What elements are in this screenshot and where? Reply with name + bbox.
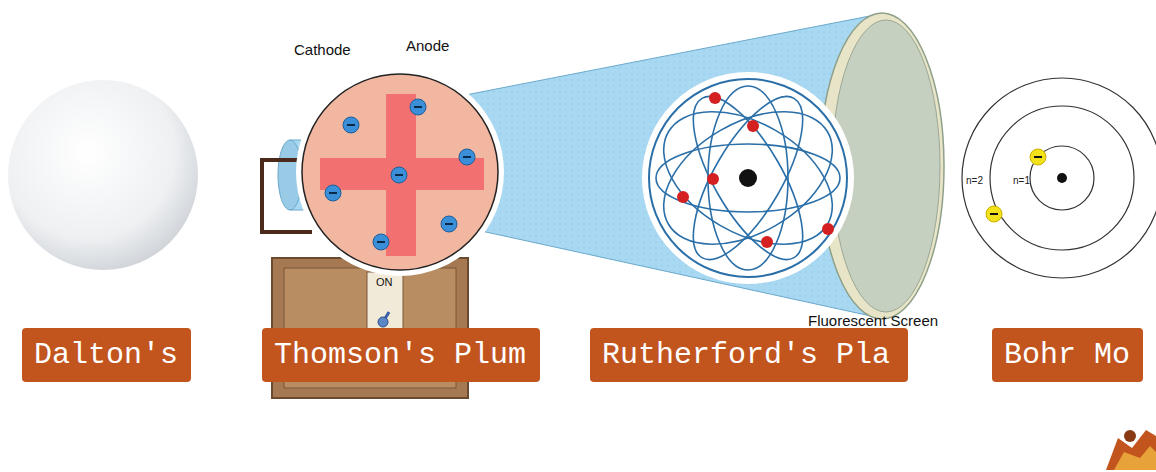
model-label-box: Bohr Mo <box>992 328 1143 382</box>
minus-sign <box>347 124 355 126</box>
model-label-box: Rutherford's Pla <box>590 328 908 382</box>
electron <box>343 117 359 133</box>
model-name: Thomson's Plum <box>262 340 536 370</box>
model-name: Rutherford's Pla <box>590 340 900 370</box>
orbit <box>641 84 855 271</box>
minus-sign <box>445 223 453 225</box>
orbit <box>673 81 824 274</box>
annotation-label: n=2 <box>966 175 983 186</box>
bohr-shell <box>962 78 1156 278</box>
switch-knob <box>378 317 388 327</box>
minus-sign <box>990 213 998 215</box>
annotation-label: Fluorescent Screen <box>808 313 938 330</box>
electron <box>986 206 1002 222</box>
thomson-atom-border <box>296 68 504 276</box>
minus-sign <box>463 156 471 158</box>
electron <box>325 185 341 201</box>
minus-sign <box>377 241 385 243</box>
model-label-box: Thomson's Plum <box>262 328 540 382</box>
minus-sign <box>329 192 337 194</box>
bohr-panel <box>958 74 1156 282</box>
bohr-shell <box>1030 146 1094 210</box>
orbit <box>641 84 855 271</box>
electron <box>410 99 426 115</box>
electron <box>459 149 475 165</box>
orbit <box>708 86 788 270</box>
rutherford-border <box>642 72 854 284</box>
annotation-label: Cathode <box>294 42 351 59</box>
annotation-label: n=1 <box>1013 175 1030 186</box>
model-name: Dalton's <box>22 340 188 370</box>
electron <box>391 167 407 183</box>
electron <box>1030 149 1046 165</box>
thomson-atom <box>302 74 498 270</box>
rutherford-atom <box>649 79 847 277</box>
logo <box>1106 430 1156 470</box>
tube-cone <box>440 14 880 318</box>
electron <box>441 216 457 232</box>
electron <box>373 234 389 250</box>
annotation-label: Anode <box>406 38 449 55</box>
model-label-box: Dalton's <box>22 328 191 382</box>
electron <box>761 236 773 248</box>
bohr-shell <box>990 106 1134 250</box>
switch-plate <box>367 272 403 336</box>
minus-sign <box>1034 156 1042 158</box>
orbit <box>673 81 824 274</box>
orbit <box>656 144 840 212</box>
dalton-sphere <box>8 80 198 270</box>
electron <box>709 92 721 104</box>
model-name: Bohr Mo <box>992 340 1140 370</box>
positive-cross <box>320 158 484 190</box>
electron <box>707 173 719 185</box>
electron <box>747 120 759 132</box>
electron <box>822 223 834 235</box>
nucleus <box>739 169 757 187</box>
electron <box>677 191 689 203</box>
nucleus <box>1057 173 1067 183</box>
minus-sign <box>414 106 422 108</box>
minus-sign <box>395 174 403 176</box>
annotation-label: ON <box>376 276 393 288</box>
